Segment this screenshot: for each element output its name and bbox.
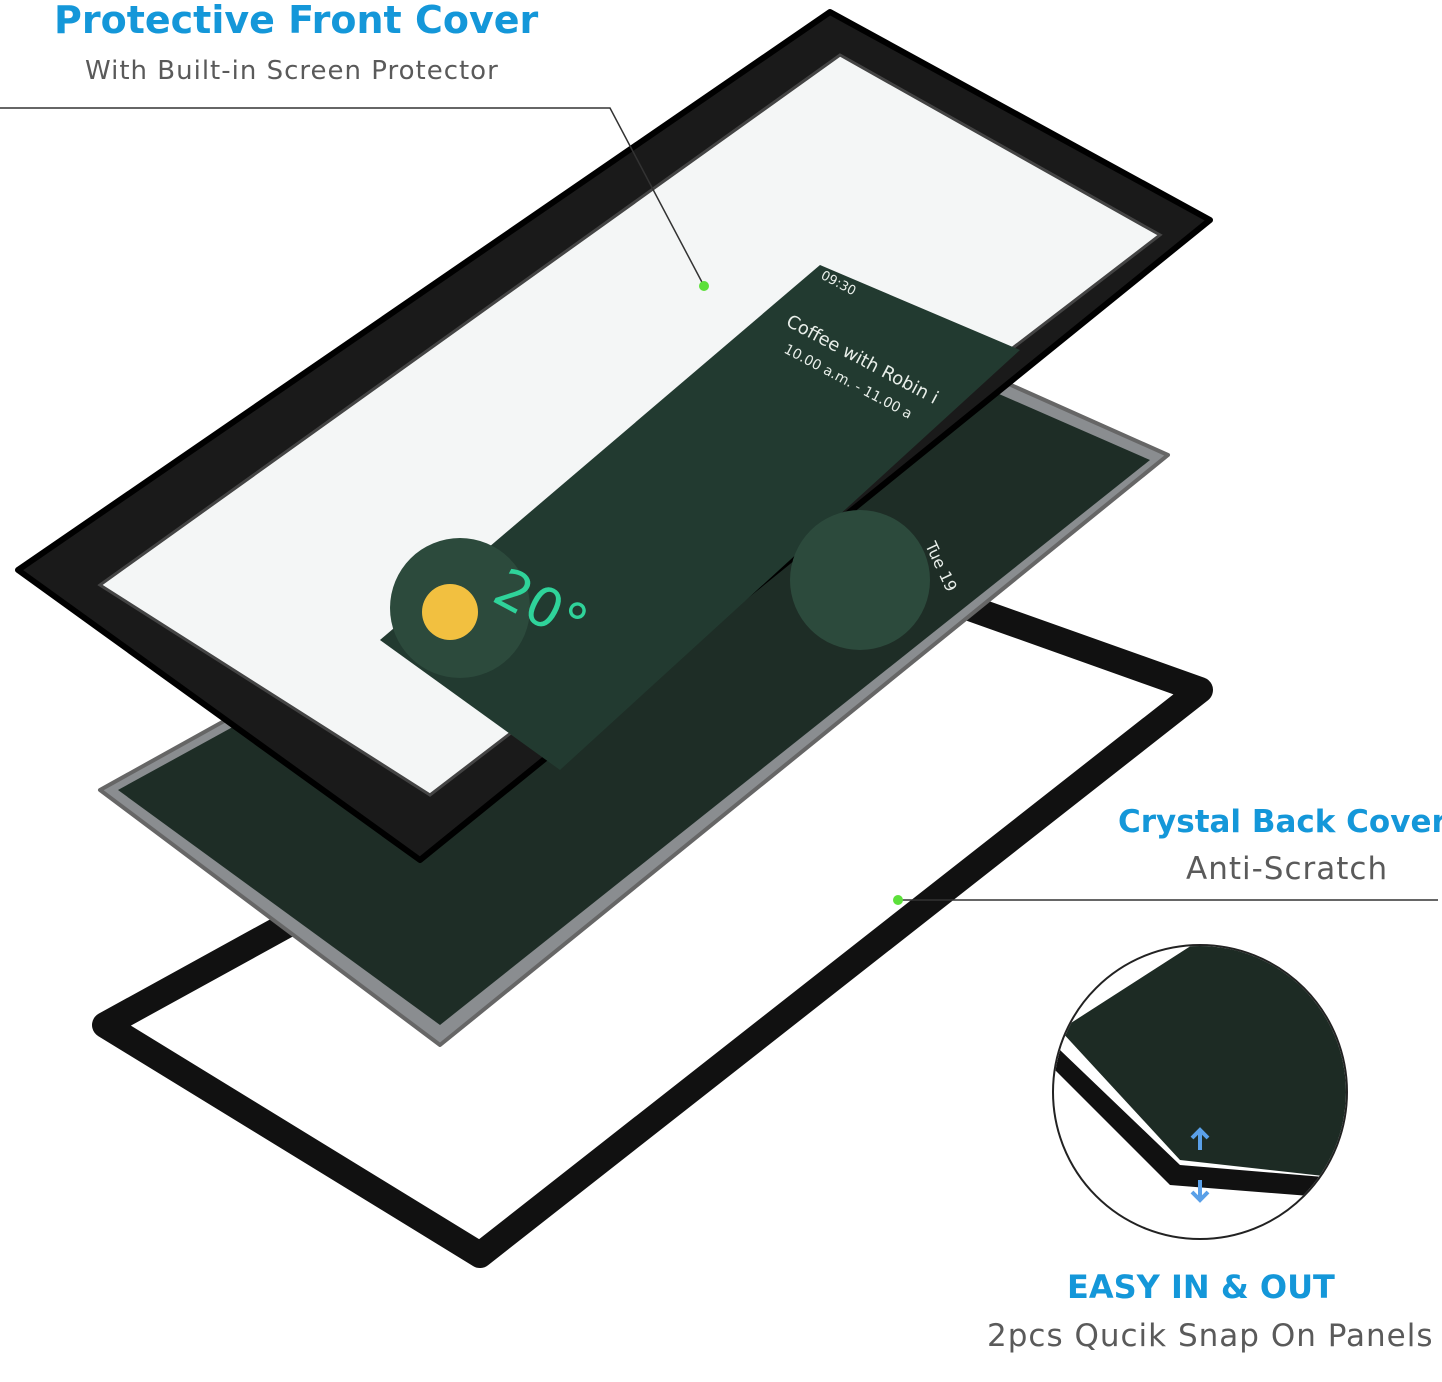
front-pointer-dot bbox=[699, 281, 709, 291]
back-pointer-dot bbox=[893, 895, 903, 905]
easy-in-out-subtitle: 2pcs Qucik Snap On Panels bbox=[987, 1318, 1434, 1354]
back-cover-title: Crystal Back Cover bbox=[1118, 804, 1442, 840]
pointer-lines bbox=[0, 107, 1438, 901]
front-cover-title: Protective Front Cover bbox=[54, 0, 539, 42]
back-cover-subtitle: Anti-Scratch bbox=[1186, 851, 1389, 887]
front-cover-subtitle: With Built-in Screen Protector bbox=[85, 56, 499, 86]
arrow-down-icon bbox=[1190, 1180, 1210, 1203]
detail-inset bbox=[1052, 944, 1348, 1240]
front-cover bbox=[15, 9, 1213, 863]
arrow-up-icon bbox=[1190, 1127, 1210, 1150]
easy-in-out-title: EASY IN & OUT bbox=[1067, 1268, 1335, 1306]
